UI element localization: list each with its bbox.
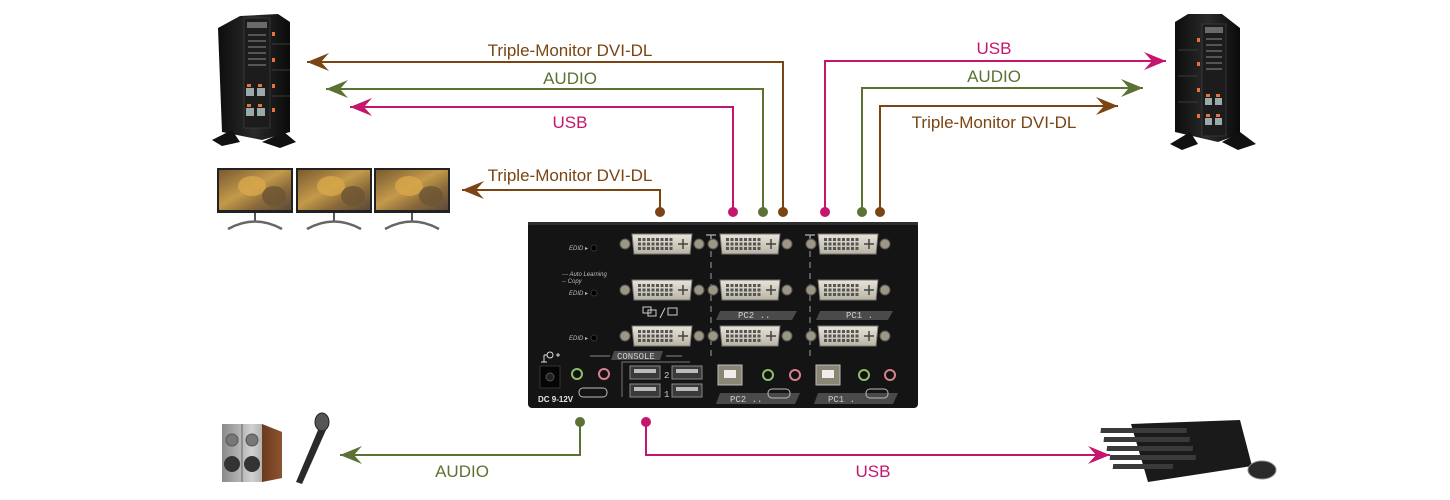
usb-port-number: 1 bbox=[664, 390, 669, 400]
arrow-left-icon bbox=[326, 80, 348, 98]
connector-dot bbox=[758, 207, 768, 217]
pc1-label: PC1 . bbox=[828, 395, 855, 405]
pc-tower-left bbox=[212, 14, 296, 148]
multi-monitor-symbol-icon bbox=[642, 306, 678, 319]
power-label: DC 9-12V bbox=[538, 395, 574, 404]
arrow-left-icon bbox=[307, 53, 329, 71]
pc1-label: PC1 . bbox=[846, 311, 873, 321]
edid-button[interactable] bbox=[590, 289, 598, 297]
cable-line bbox=[645, 422, 1110, 456]
cable-line bbox=[824, 60, 1166, 212]
connector-dot bbox=[655, 207, 665, 217]
pc2-dvi-label: Triple-Monitor DVI-DL bbox=[488, 41, 653, 60]
console-speaker-jack[interactable] bbox=[571, 368, 583, 380]
dvi-port-console-1[interactable] bbox=[619, 233, 705, 255]
dvi-port-console-3[interactable] bbox=[619, 325, 705, 347]
pc1-audio-cable bbox=[857, 79, 1143, 217]
console-label: CONSOLE bbox=[617, 352, 655, 362]
kvm-switch-panel: EDID ▸ --- Auto Learning -- Copy EDID ▸ … bbox=[528, 222, 918, 408]
console-dvi-label: Triple-Monitor DVI-DL bbox=[488, 166, 653, 185]
monitor-icon bbox=[217, 168, 293, 231]
cable-line bbox=[879, 105, 1118, 212]
pc2-usb-cable bbox=[350, 98, 738, 217]
connector-dot bbox=[778, 207, 788, 217]
dvi-port-pc1-2[interactable] bbox=[805, 279, 891, 301]
edid-label: EDID ▸ bbox=[569, 291, 588, 297]
arrow-right-icon bbox=[1121, 79, 1143, 97]
connector-dot bbox=[875, 207, 885, 217]
dvi-port-grid bbox=[619, 233, 891, 347]
keyboard-mouse-icon bbox=[1100, 420, 1277, 482]
connection-lines bbox=[307, 52, 1166, 464]
pc-tower-right bbox=[1170, 14, 1256, 150]
arrow-left-icon bbox=[462, 181, 484, 199]
arrow-left-icon bbox=[350, 98, 372, 116]
cable-line bbox=[326, 88, 764, 212]
pc2-audio-label: AUDIO bbox=[543, 69, 597, 88]
monitor-array bbox=[217, 168, 450, 231]
edid-label: EDID ▸ bbox=[569, 246, 588, 252]
audio-symbol-icon bbox=[767, 388, 791, 399]
pc2-label: PC2 .. bbox=[738, 311, 770, 321]
dvi-port-pc1-1[interactable] bbox=[805, 233, 891, 255]
connector-dot bbox=[575, 417, 585, 427]
connector-dot bbox=[820, 207, 830, 217]
arrow-right-icon bbox=[1096, 97, 1118, 115]
arrow-right-icon bbox=[1088, 446, 1110, 464]
pc2-label: PC2 .. bbox=[730, 395, 762, 405]
pc1-speaker-jack[interactable] bbox=[858, 369, 870, 381]
console-dvi-cable bbox=[462, 181, 665, 217]
pc2-usb-label: USB bbox=[553, 113, 588, 132]
pc2-label-plate bbox=[716, 311, 797, 320]
speakers-microphone-icon bbox=[222, 412, 330, 484]
connector-dot bbox=[857, 207, 867, 217]
monitor-icon bbox=[374, 168, 450, 231]
connector-dot bbox=[641, 417, 651, 427]
pc1-audio-label: AUDIO bbox=[967, 67, 1021, 86]
monitor-icon bbox=[296, 168, 372, 231]
console-audio-cable bbox=[340, 417, 585, 464]
arrow-left-icon bbox=[340, 446, 362, 464]
edid-label: EDID ▸ bbox=[569, 336, 588, 342]
pc1-usb-cable bbox=[820, 52, 1166, 217]
pc1-usb-label: USB bbox=[977, 39, 1012, 58]
console-usb-label: USB bbox=[856, 462, 891, 481]
audio-symbol-icon bbox=[865, 388, 889, 399]
console-label-plate bbox=[611, 351, 663, 360]
pc2-dvi-cable bbox=[307, 53, 788, 217]
connector-dot bbox=[728, 207, 738, 217]
cable-line bbox=[307, 61, 784, 212]
console-audio-label: AUDIO bbox=[435, 462, 489, 481]
edid-button[interactable] bbox=[590, 334, 598, 342]
power-symbol-icon bbox=[541, 351, 560, 363]
cable-line bbox=[350, 106, 734, 212]
pc1-dvi-cable bbox=[875, 97, 1118, 217]
cable-line bbox=[340, 422, 581, 456]
pc1-label-plate bbox=[816, 311, 893, 320]
copy-label: -- Copy bbox=[562, 279, 583, 285]
edid-button[interactable] bbox=[590, 244, 598, 252]
auto-learning-label: --- Auto Learning bbox=[562, 272, 607, 278]
pc2-audio-cable bbox=[326, 80, 768, 217]
cable-line bbox=[462, 189, 661, 212]
usb-port-number: 2 bbox=[664, 371, 669, 381]
dvi-port-pc2-2[interactable] bbox=[707, 279, 793, 301]
dvi-port-pc1-3[interactable] bbox=[805, 325, 891, 347]
dvi-port-pc2-1[interactable] bbox=[707, 233, 793, 255]
cable-line bbox=[861, 87, 1143, 212]
dvi-port-console-2[interactable] bbox=[619, 279, 705, 301]
console-mic-jack[interactable] bbox=[598, 368, 610, 380]
pc1-mic-jack[interactable] bbox=[884, 369, 896, 381]
audio-symbol-icon bbox=[578, 387, 608, 398]
dvi-port-pc2-3[interactable] bbox=[707, 325, 793, 347]
console-usb-cable bbox=[641, 417, 1110, 464]
arrow-right-icon bbox=[1144, 52, 1166, 70]
pc2-mic-jack[interactable] bbox=[789, 369, 801, 381]
pc2-speaker-jack[interactable] bbox=[762, 369, 774, 381]
pc1-dvi-label: Triple-Monitor DVI-DL bbox=[912, 113, 1077, 132]
